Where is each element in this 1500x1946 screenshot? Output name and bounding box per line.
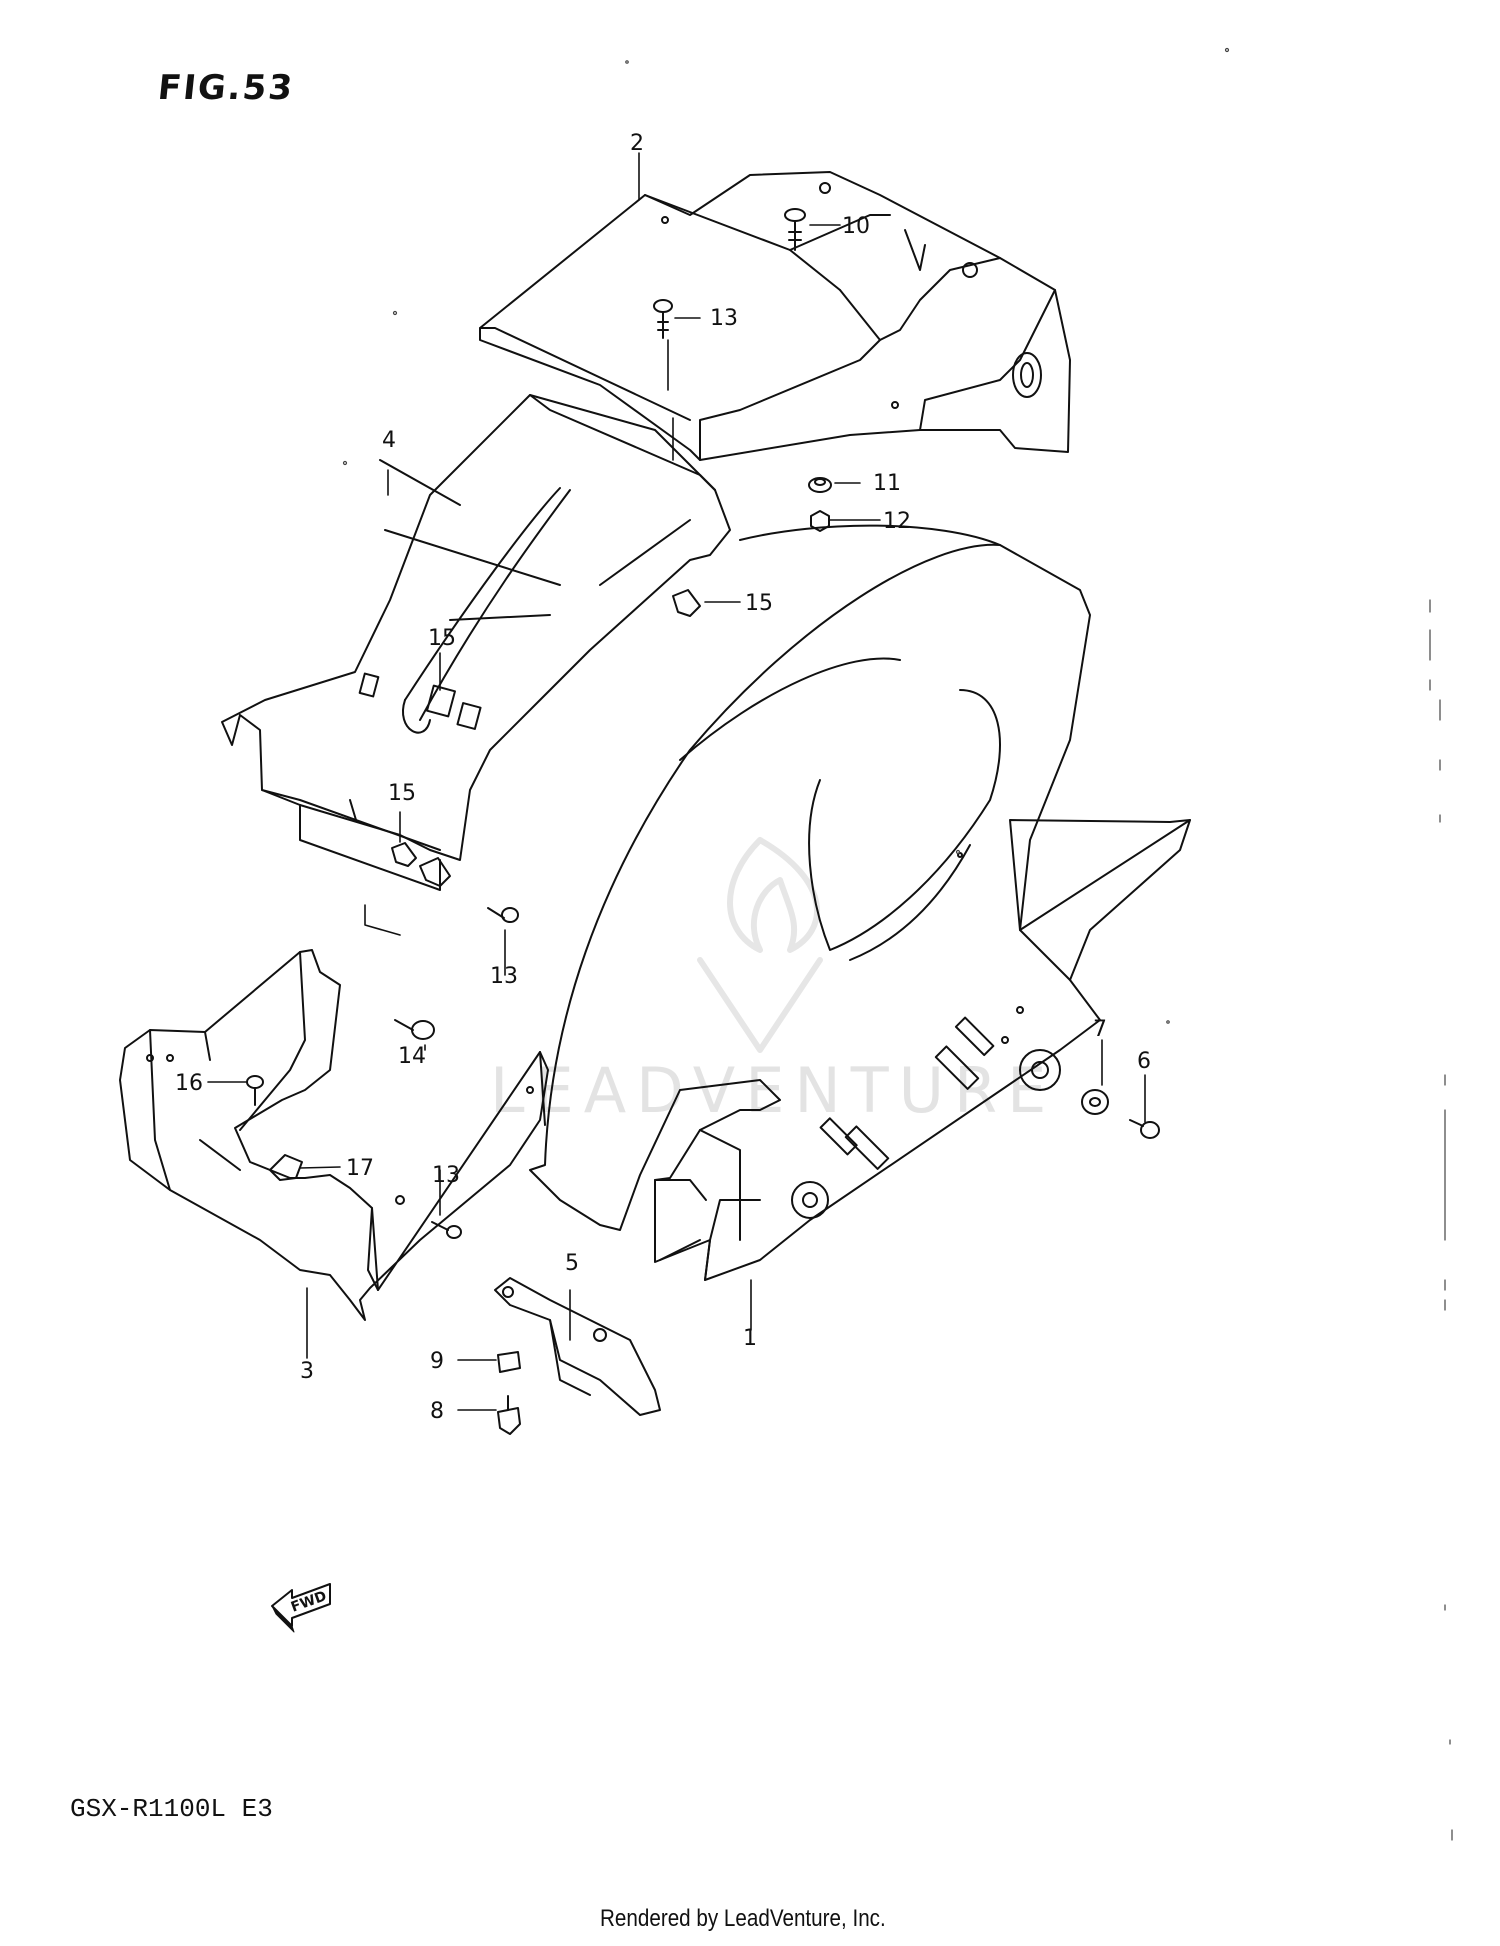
part-3-undertray: [119, 949, 549, 1321]
leader-lines: [207, 152, 1146, 1411]
watermark-text: LEADVENTURE: [490, 1054, 1056, 1127]
callout-15-right: 15: [745, 591, 773, 616]
callout-13-low: 13: [432, 1163, 460, 1188]
callout-14: 14: [398, 1044, 426, 1069]
callout-8: 8: [430, 1399, 444, 1424]
callout-1: 1: [743, 1326, 757, 1351]
figure-title: FIG.53: [155, 68, 297, 108]
scan-speckles: [342, 47, 1453, 1841]
callout-13-mid: 13: [490, 964, 518, 989]
callout-5: 5: [565, 1251, 579, 1276]
callout-6: 6: [1137, 1049, 1151, 1074]
callout-10: 10: [842, 214, 870, 239]
callout-15-mid: 15: [428, 626, 456, 651]
callout-17: 17: [346, 1156, 374, 1181]
fwd-arrow-icon: FWD: [271, 1583, 331, 1633]
callout-13-top: 13: [710, 306, 738, 331]
callout-11: 11: [873, 471, 901, 496]
footer-credit: Rendered by LeadVenture, Inc.: [600, 1905, 886, 1932]
part-4-inner-fender: [221, 394, 731, 891]
part-1-rear-fender: [529, 524, 1191, 1281]
callout-12: 12: [883, 509, 911, 534]
fasteners: [246, 208, 1160, 1435]
callout-16: 16: [175, 1071, 203, 1096]
part-2-bracket: [479, 171, 1071, 461]
callout-7: 7: [1093, 1017, 1107, 1042]
callout-3: 3: [300, 1359, 314, 1384]
watermark-logo: [697, 837, 823, 1053]
callout-15-left: 15: [388, 781, 416, 806]
callout-9: 9: [430, 1349, 444, 1374]
part-5-bracket: [494, 1277, 661, 1416]
model-code: GSX-R1100L E3: [70, 1794, 273, 1824]
callout-4: 4: [382, 428, 396, 453]
callout-2: 2: [630, 131, 644, 156]
